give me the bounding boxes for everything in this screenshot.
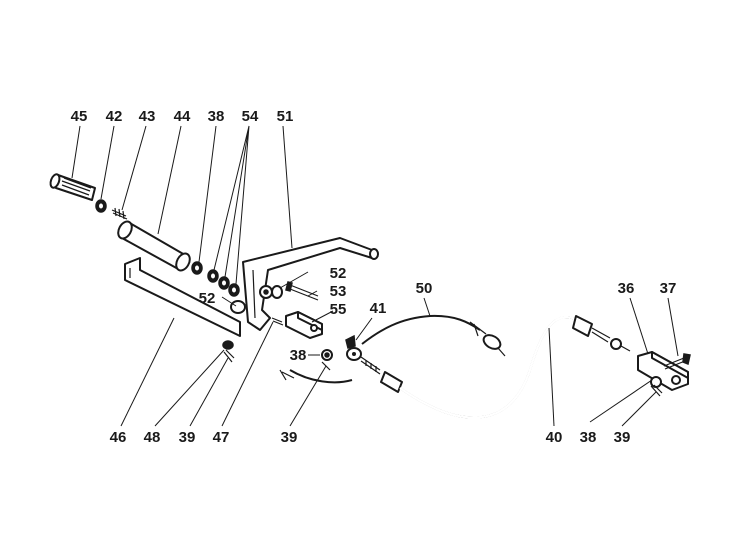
part-37-bolt — [663, 353, 691, 370]
label-42: 42 — [106, 108, 123, 125]
part-42-ring — [95, 199, 107, 213]
label-39-left: 39 — [179, 429, 196, 446]
part-53-bolt — [285, 281, 319, 301]
label-50: 50 — [416, 280, 433, 297]
label-41: 41 — [370, 300, 387, 317]
label-38-top: 38 — [208, 108, 225, 125]
part-44-tube — [117, 220, 191, 272]
label-43: 43 — [139, 108, 156, 125]
leader-lines — [71, 125, 679, 427]
label-52-upper: 52 — [330, 265, 347, 282]
part-48-bolt — [222, 340, 235, 363]
label-52-lower: 52 — [199, 290, 216, 307]
part-41-cable-end — [345, 334, 381, 375]
label-51: 51 — [277, 108, 294, 125]
label-39-mid: 39 — [281, 429, 298, 446]
part-38-nut-right — [650, 376, 663, 397]
part-55-clevis — [285, 311, 323, 339]
part-51-pedal-lever — [242, 237, 379, 331]
part-47-bolt — [271, 317, 284, 326]
part-40-cable — [289, 315, 631, 419]
label-46: 46 — [110, 429, 127, 446]
label-55: 55 — [330, 301, 347, 318]
label-36: 36 — [618, 280, 635, 297]
callout-labels: 45 42 43 44 38 54 51 52 53 52 55 41 38 5… — [71, 108, 677, 446]
label-48: 48 — [144, 429, 161, 446]
label-37: 37 — [660, 280, 677, 297]
label-38-mid: 38 — [290, 347, 307, 364]
label-38-right: 38 — [580, 429, 597, 446]
part-36-clevis — [637, 351, 689, 391]
label-44: 44 — [174, 108, 191, 125]
part-52-washer — [271, 285, 283, 299]
label-45: 45 — [71, 108, 88, 125]
part-38-nut — [321, 349, 333, 361]
part-38-washer — [191, 261, 203, 275]
part-54-washers — [207, 269, 240, 297]
label-40: 40 — [546, 429, 563, 446]
part-46-bracket — [124, 257, 246, 337]
label-54: 54 — [242, 108, 259, 125]
part-50-spring — [361, 314, 506, 357]
label-47: 47 — [213, 429, 230, 446]
label-53: 53 — [330, 283, 347, 300]
part-45-grip — [49, 173, 96, 201]
part-43-spring — [111, 207, 128, 220]
label-39-right: 39 — [614, 429, 631, 446]
